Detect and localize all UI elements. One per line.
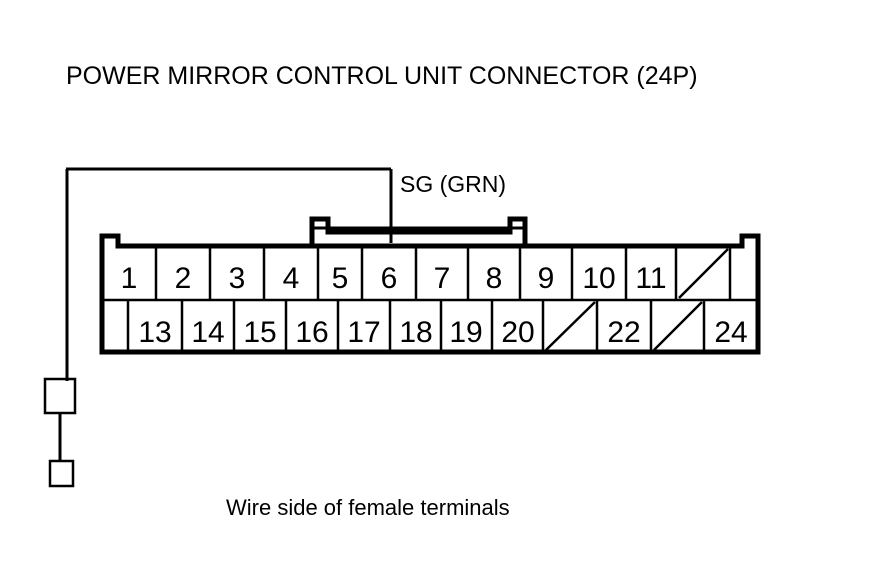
- pin-number: 13: [138, 316, 171, 349]
- pin-number: 3: [229, 262, 246, 295]
- terminal-symbol-large: [43, 377, 77, 415]
- callout-label: SG (GRN): [400, 171, 506, 197]
- pin-number: 15: [243, 316, 276, 349]
- female-terminal-symbols: [43, 377, 77, 488]
- top-row-dividers: [154, 246, 732, 300]
- locking-tab: [309, 216, 528, 246]
- pin-number: 11: [635, 262, 666, 295]
- pin-number: 5: [332, 262, 349, 295]
- housing-outline: [99, 233, 761, 355]
- terminal-symbol-small: [48, 459, 75, 488]
- pin-number: 1: [121, 262, 138, 295]
- pin-number: 18: [399, 316, 432, 349]
- pin-number: 14: [191, 316, 224, 349]
- pin-number: 9: [538, 262, 555, 295]
- pin-number: 20: [501, 316, 534, 349]
- pin-number: 7: [434, 262, 451, 295]
- top-row-pin-numbers: 1 2 3 4 5 6 7 8 9 10 11: [121, 262, 667, 295]
- pin-number: 2: [175, 262, 192, 295]
- pin-number: 4: [283, 262, 300, 295]
- diagram-caption: Wire side of female terminals: [226, 495, 510, 520]
- pin-number: 8: [486, 262, 503, 295]
- blank-cell-slash-12: [678, 248, 729, 299]
- connector-housing: 1 2 3 4 5 6 7 8 9 10 11 13 14 15 16 17 1…: [99, 216, 761, 355]
- pin-number: 17: [347, 316, 380, 349]
- blank-cell-slash-23: [653, 301, 703, 351]
- blank-cell-slash-21: [545, 301, 596, 351]
- pin-number: 19: [449, 316, 482, 349]
- pin-number: 10: [582, 262, 615, 295]
- pin-number: 24: [714, 316, 747, 349]
- pin-number: 16: [295, 316, 328, 349]
- pin-number: 22: [607, 316, 640, 349]
- callout-leader-line: [65, 167, 525, 381]
- pin-number: 6: [381, 262, 398, 295]
- bottom-row-pin-numbers: 13 14 15 16 17 18 19 20 22 24: [138, 316, 747, 349]
- bottom-row-dividers: [126, 300, 706, 352]
- page-title: POWER MIRROR CONTROL UNIT CONNECTOR (24P…: [66, 62, 698, 90]
